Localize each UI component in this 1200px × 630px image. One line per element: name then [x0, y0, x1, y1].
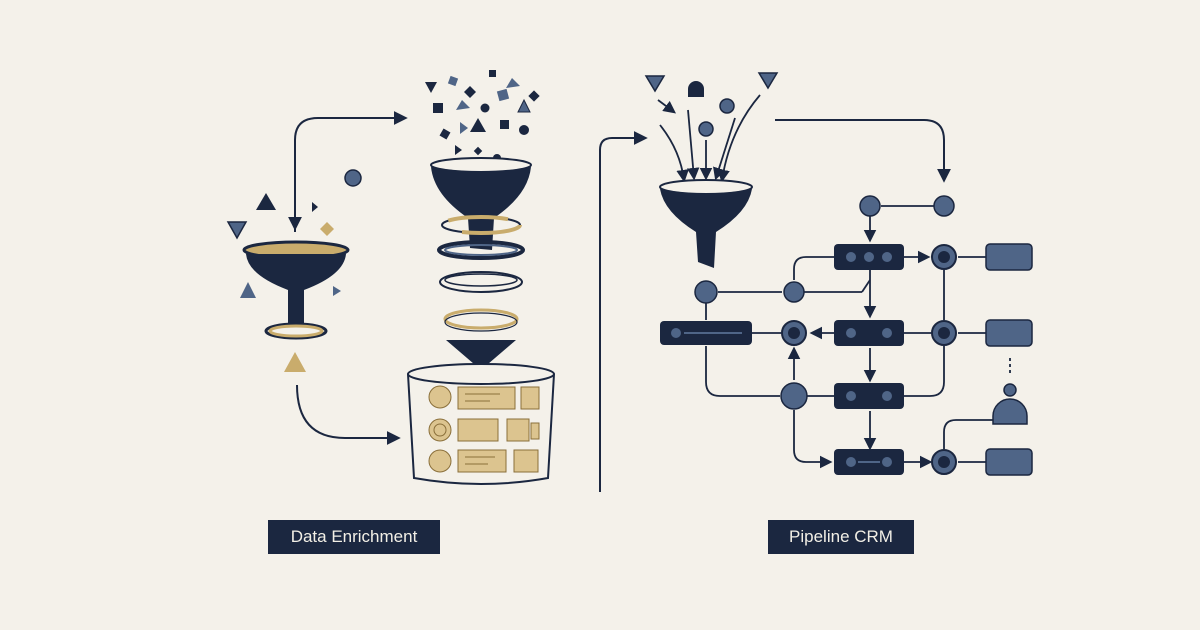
label-pipeline-crm: Pipeline CRM [768, 520, 914, 554]
confetti-shapes [425, 70, 540, 162]
output-cards [985, 243, 1033, 476]
flow-nodes [694, 195, 957, 475]
label-data-enrichment: Data Enrichment [268, 520, 440, 554]
arrow-to-bucket [296, 384, 401, 445]
large-funnel-icon [430, 157, 532, 250]
arrow-down-icon [446, 340, 516, 370]
ring-stack [437, 215, 525, 332]
right-funnel-icon [659, 179, 753, 268]
node-icon [859, 195, 881, 217]
flow-connectors [705, 205, 1011, 469]
input-arrows [657, 94, 761, 183]
person-icon [992, 383, 1028, 425]
divider-arrow [599, 131, 648, 492]
process-bars [660, 244, 904, 475]
bucket-icon [407, 363, 555, 485]
scattered-shapes-left [226, 169, 362, 372]
loop-arrow-top [294, 111, 408, 232]
input-shapes-right [644, 72, 779, 137]
arrow-to-flow [775, 119, 951, 183]
small-funnel-icon [242, 240, 350, 340]
